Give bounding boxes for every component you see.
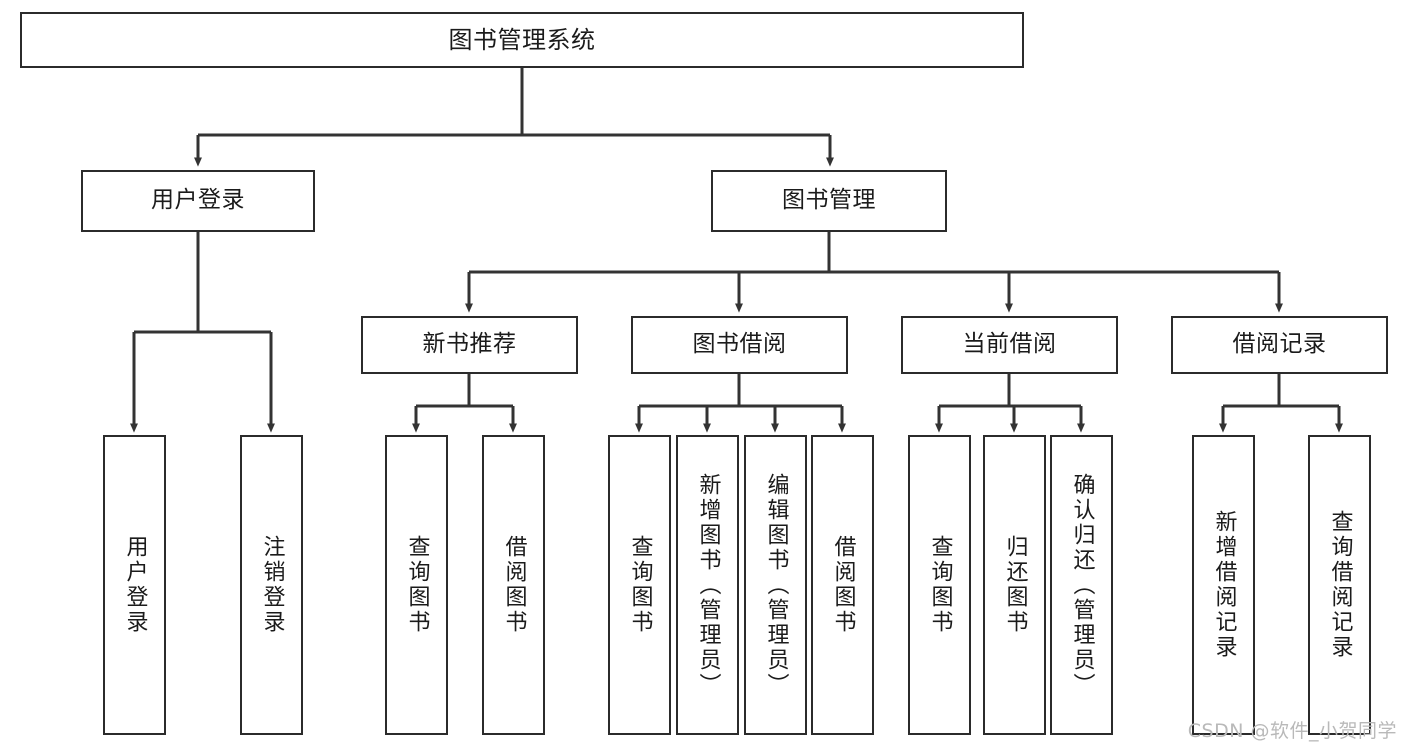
node-leaf-add-book[interactable]: 新增图书（管理员） — [676, 435, 739, 735]
node-leaf-query-book-rec-label: 查询图书 — [404, 535, 430, 635]
node-leaf-confirm-return[interactable]: 确认归还（管理员） — [1050, 435, 1113, 735]
node-leaf-query-record[interactable]: 查询借阅记录 — [1308, 435, 1371, 735]
node-leaf-edit-book[interactable]: 编辑图书（管理员） — [744, 435, 807, 735]
node-leaf-add-book-label: 新增图书（管理员） — [695, 472, 721, 698]
node-leaf-return-book-label: 归还图书 — [1002, 535, 1028, 635]
node-leaf-query-book-cur[interactable]: 查询图书 — [908, 435, 971, 735]
node-leaf-return-book[interactable]: 归还图书 — [983, 435, 1046, 735]
node-leaf-logout-label: 注销登录 — [259, 535, 285, 635]
node-book-borrow-label: 图书借阅 — [692, 331, 787, 358]
node-leaf-borrow-book[interactable]: 借阅图书 — [811, 435, 874, 735]
node-current-borrow[interactable]: 当前借阅 — [901, 316, 1118, 374]
node-leaf-add-record-label: 新增借阅记录 — [1211, 510, 1237, 660]
node-leaf-add-record[interactable]: 新增借阅记录 — [1192, 435, 1255, 735]
node-root-label: 图书管理系统 — [448, 25, 596, 54]
node-leaf-borrow-book-label: 借阅图书 — [830, 535, 856, 635]
node-book-borrow[interactable]: 图书借阅 — [631, 316, 848, 374]
node-leaf-logout[interactable]: 注销登录 — [240, 435, 303, 735]
node-leaf-user-login[interactable]: 用户登录 — [103, 435, 166, 735]
node-root[interactable]: 图书管理系统 — [20, 12, 1024, 68]
node-leaf-query-book-borrow-label: 查询图书 — [627, 535, 653, 635]
node-leaf-borrow-book-rec[interactable]: 借阅图书 — [482, 435, 545, 735]
node-leaf-query-record-label: 查询借阅记录 — [1327, 510, 1353, 660]
node-current-borrow-label: 当前借阅 — [962, 331, 1057, 358]
node-book-manage-label: 图书管理 — [782, 187, 876, 214]
csdn-watermark: CSDN @软件_小贺同学 — [1187, 720, 1397, 742]
node-user-login-label: 用户登录 — [151, 187, 245, 214]
node-leaf-edit-book-label: 编辑图书（管理员） — [763, 472, 789, 698]
node-new-book-recommend-label: 新书推荐 — [422, 331, 517, 358]
node-leaf-confirm-return-label: 确认归还（管理员） — [1069, 472, 1095, 698]
node-borrow-record-label: 借阅记录 — [1232, 331, 1327, 358]
node-leaf-query-book-cur-label: 查询图书 — [927, 535, 953, 635]
node-book-manage[interactable]: 图书管理 — [711, 170, 947, 232]
node-user-login[interactable]: 用户登录 — [81, 170, 315, 232]
node-leaf-query-book-borrow[interactable]: 查询图书 — [608, 435, 671, 735]
node-borrow-record[interactable]: 借阅记录 — [1171, 316, 1388, 374]
node-leaf-user-login-label: 用户登录 — [122, 535, 148, 635]
node-new-book-recommend[interactable]: 新书推荐 — [361, 316, 578, 374]
node-leaf-query-book-rec[interactable]: 查询图书 — [385, 435, 448, 735]
node-leaf-borrow-book-rec-label: 借阅图书 — [501, 535, 527, 635]
